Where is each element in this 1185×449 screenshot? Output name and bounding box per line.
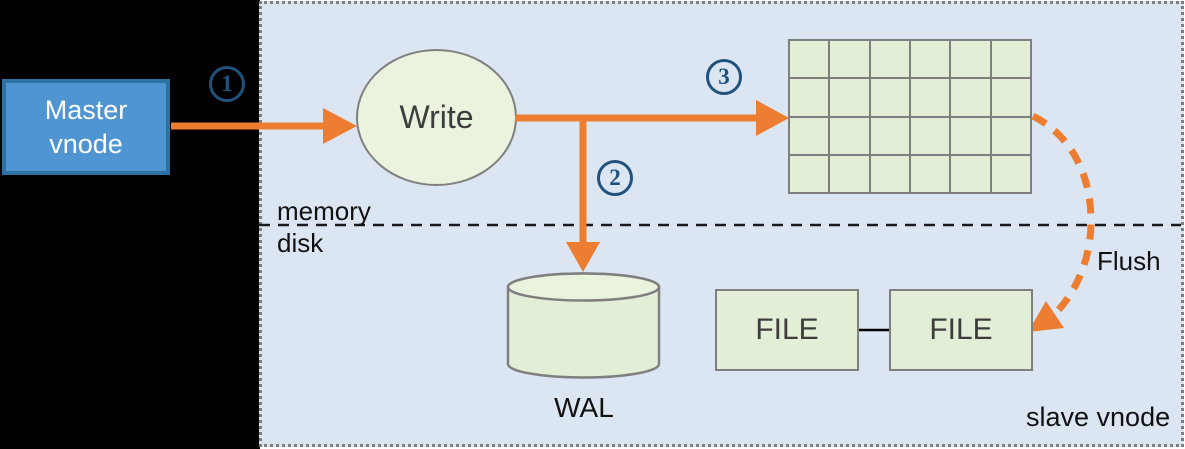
master-vnode-label-line2: vnode (49, 129, 123, 159)
step-1-badge: 1 (209, 66, 245, 102)
memtable-cell (870, 117, 909, 154)
memtable-cell (951, 79, 990, 116)
memtable-cell (951, 117, 990, 154)
memtable-cell (830, 79, 869, 116)
step-1-number: 1 (221, 71, 233, 96)
memtable-cell (910, 41, 950, 78)
step-3-badge: 3 (706, 59, 742, 95)
memtable-cell (991, 79, 1030, 116)
disk-label: disk (277, 228, 324, 258)
file-box-left: FILE (715, 289, 859, 371)
step-2-badge: 2 (597, 160, 633, 196)
memtable-cell (830, 117, 869, 154)
memtable-cell (910, 117, 950, 154)
master-vnode-label-line1: Master (44, 95, 128, 125)
step-2-number: 2 (609, 165, 621, 190)
memtable-cell (991, 117, 1030, 154)
memtable-cell (870, 79, 909, 116)
file-right-label: FILE (929, 313, 993, 346)
memtable-cell (951, 41, 990, 78)
file-left-label: FILE (755, 313, 819, 346)
memtable-cell (830, 41, 869, 78)
memtable-cell (910, 155, 950, 192)
memtable-cell (951, 155, 990, 192)
memtable-cell (790, 79, 829, 116)
write-label: Write (399, 99, 474, 135)
memtable-cell (991, 41, 1030, 78)
memtable-cell (870, 155, 909, 192)
memtable-cell (870, 41, 909, 78)
memory-label: memory (277, 196, 371, 226)
memtable-cell (991, 155, 1030, 192)
memtable-cell (790, 41, 829, 78)
memtable-cell (790, 155, 829, 192)
memtable-cell (830, 155, 869, 192)
master-vnode-box: Master vnode (2, 79, 170, 175)
write-ellipse: Write (356, 49, 517, 186)
step-3-number: 3 (718, 64, 730, 89)
memtable-cell (790, 117, 829, 154)
memtable-grid (788, 39, 1032, 194)
wal-label: WAL (554, 392, 614, 423)
file-box-right: FILE (889, 289, 1033, 371)
flush-label: Flush (1097, 246, 1161, 276)
slave-vnode-label: slave vnode (1026, 402, 1171, 432)
memtable-cell (910, 79, 950, 116)
